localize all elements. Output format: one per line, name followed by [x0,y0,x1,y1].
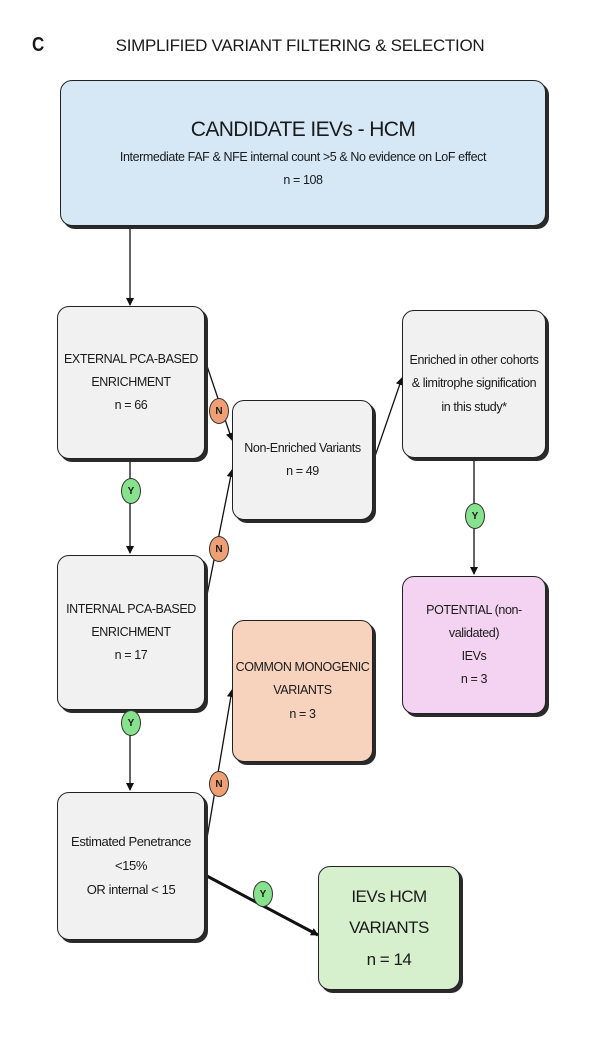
potential-count: n = 3 [460,672,488,687]
internal-enrichment-box: INTERNAL PCA-BASED ENRICHMENT n = 17 [57,555,205,710]
potential-line1: POTENTIAL (non-validated) [426,602,522,640]
common-line1: COMMON MONOGENIC [235,660,370,675]
no-badge-external: N [209,398,229,424]
non-enriched-count: n = 49 [286,464,319,478]
final-variants-box: IEVs HCM VARIANTS n = 14 [318,866,460,990]
no-badge-internal: N [209,536,229,562]
internal-line1: INTERNAL PCA-BASED [66,601,196,616]
figure-title: SIMPLIFIED VARIANT FILTERING & SELECTION [115,36,485,55]
edge-penetrance-common [204,689,235,851]
candidate-criteria: Intermediate FAF & NFE internal count >5… [119,149,487,164]
other-cohorts-line3: in this study* [441,399,507,414]
panel-letter: C [32,34,45,56]
other-cohorts-line1: Enriched in other cohorts [409,353,539,368]
candidate-count: n = 108 [283,172,323,187]
final-title: IEVs HCM VARIANTS [349,886,429,938]
penetrance-line2: OR internal < 15 [86,882,176,898]
yes-badge-external: Y [121,478,141,504]
external-count: n = 66 [114,398,148,413]
no-badge-penetrance: N [209,771,229,797]
yes-badge-penetrance: Y [253,881,273,907]
edge-nonenriched-othercohorts [372,377,404,463]
non-enriched-box: Non-Enriched Variants n = 49 [232,400,373,520]
common-line2: VARIANTS [273,683,332,698]
other-cohorts-box: Enriched in other cohorts & limitrophe s… [402,310,546,458]
candidate-title: CANDIDATE IEVs - HCM [190,118,416,142]
internal-count: n = 17 [114,648,148,663]
candidate-box: CANDIDATE IEVs - HCM Intermediate FAF & … [60,80,546,226]
yes-badge-other-cohorts: Y [465,503,485,529]
penetrance-line1: Estimated Penetrance <15% [71,833,191,873]
other-cohorts-line2: & limitrophe signification [411,376,537,391]
external-line1: EXTERNAL PCA-BASED [63,351,199,366]
external-enrichment-box: EXTERNAL PCA-BASED ENRICHMENT n = 66 [57,306,205,459]
potential-ievs-box: POTENTIAL (non-validated) IEVs n = 3 [402,576,546,714]
external-line2: ENRICHMENT [91,374,171,389]
common-monogenic-box: COMMON MONOGENIC VARIANTS n = 3 [232,620,373,762]
internal-line2: ENRICHMENT [91,624,171,639]
yes-badge-internal: Y [121,710,141,736]
final-count: n = 14 [366,949,412,969]
non-enriched-label: Non-Enriched Variants [244,440,361,455]
potential-line2: IEVs [461,649,487,663]
penetrance-box: Estimated Penetrance <15% OR internal < … [57,792,205,940]
common-count: n = 3 [289,706,316,721]
